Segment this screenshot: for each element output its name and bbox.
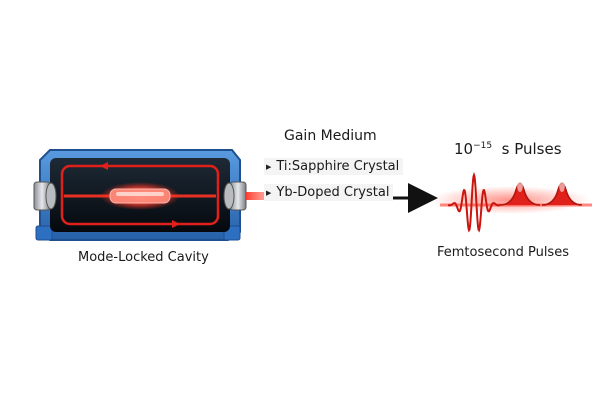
triangle-bullet-icon: ▶ (266, 188, 272, 197)
gain-medium-item-label: Ti:Sapphire Crystal (276, 159, 400, 174)
right-mirror (223, 181, 247, 211)
gain-medium-item: ▶ Ti:Sapphire Crystal (264, 158, 404, 175)
pulse-title-exponent: −15 (473, 141, 493, 151)
wave-packet (448, 171, 500, 233)
left-mirror (33, 181, 57, 211)
output-beam (246, 183, 438, 213)
triangle-bullet-icon: ▶ (266, 162, 272, 171)
gain-medium-title: Gain Medium (284, 128, 377, 144)
pulse-caption: Femtosecond Pulses (437, 245, 569, 260)
gain-medium-item-label: Yb-Doped Crystal (276, 185, 390, 200)
cavity-caption: Mode-Locked Cavity (78, 250, 209, 265)
pulse-title-base: 10 (454, 140, 474, 158)
pulse-duration-title: 10−15 s Pulses (454, 140, 562, 158)
pulse-title-unit: s Pulses (501, 140, 562, 158)
gain-crystal (100, 182, 180, 210)
gain-medium-item: ▶ Yb-Doped Crystal (264, 184, 394, 201)
pulse-train (430, 171, 592, 233)
